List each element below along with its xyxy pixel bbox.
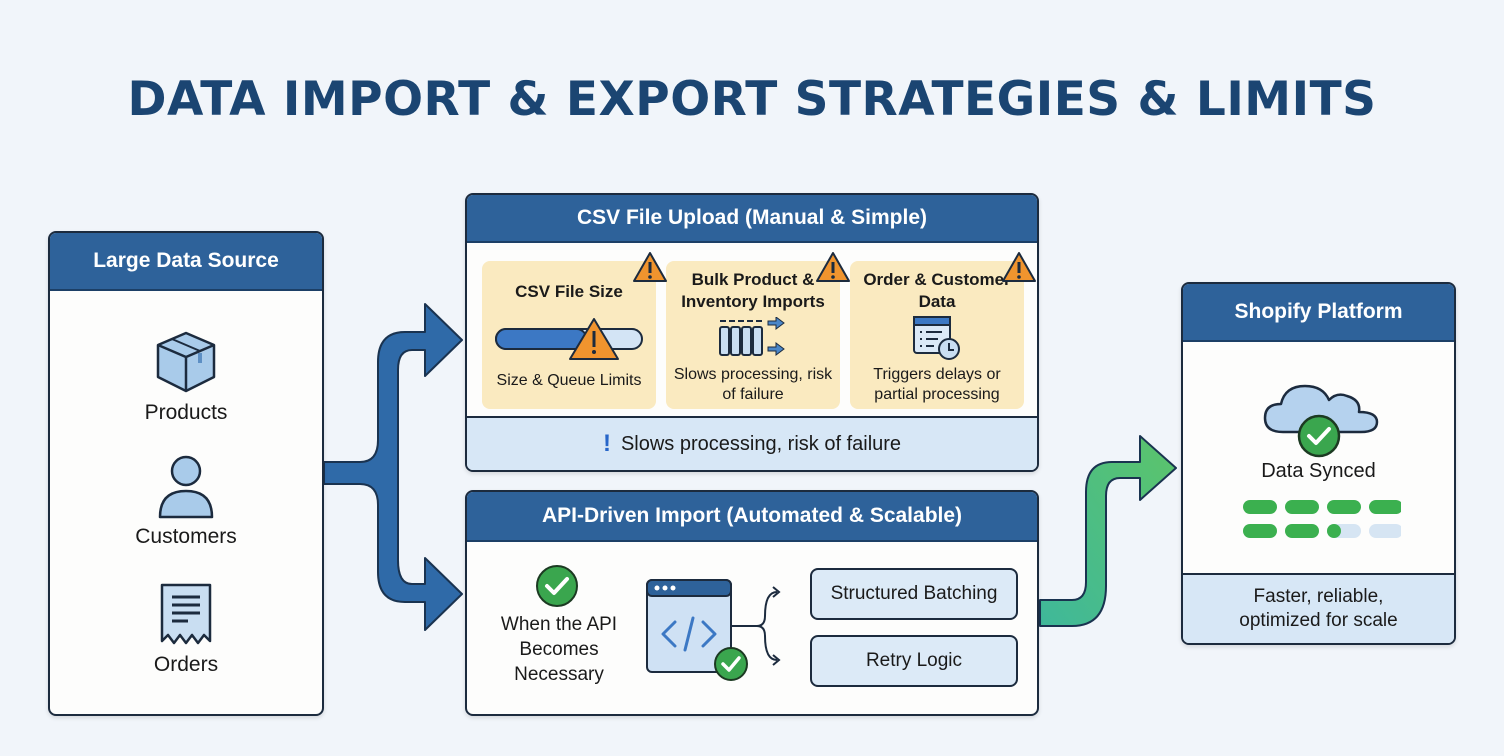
csv-tile-file-size: CSV File Size Size & Queue Limits xyxy=(482,261,656,409)
large-data-source-card: Large Data Source Products Customers Ord… xyxy=(48,231,324,716)
csv-footer: ! Slows processing, risk of failure xyxy=(467,416,1037,470)
csv-tile-bulk-imports: Bulk Product & Inventory Imports Slows p… xyxy=(666,261,840,409)
source-item-label: Customers xyxy=(135,525,237,548)
sync-arrow xyxy=(1039,435,1177,627)
sync-progress xyxy=(1243,500,1401,538)
cloud-check-icon xyxy=(1263,384,1379,458)
warning-icon xyxy=(633,252,667,282)
csv-header: CSV File Upload (Manual & Simple) xyxy=(467,195,1037,243)
source-item-orders: Orders xyxy=(50,581,322,677)
api-import-card: API-Driven Import (Automated & Scalable)… xyxy=(465,490,1039,716)
api-header: API-Driven Import (Automated & Scalable) xyxy=(467,492,1037,542)
split-arrow xyxy=(323,303,463,631)
source-item-label: Orders xyxy=(153,653,219,676)
tile-description: Size & Queue Limits xyxy=(496,372,642,389)
csv-footer-text: Slows processing, risk of failure xyxy=(620,432,902,455)
bulk-queue-icon xyxy=(719,317,785,356)
tile-title: Bulk Product & Inventory Imports xyxy=(681,270,825,311)
sync-segment-filled xyxy=(1285,524,1319,538)
progress-bar-warning-icon xyxy=(495,318,643,360)
csv-tile-order-customer: Order & Customer Data Triggers delays or… xyxy=(850,261,1024,409)
sync-segment-empty xyxy=(1369,524,1401,538)
tile-description: Triggers delays or partial processing xyxy=(873,366,1001,403)
sync-segment-filled xyxy=(1327,500,1361,514)
api-when-text: When the API Becomes Necessary xyxy=(500,614,618,685)
option-retry-logic: Retry Logic xyxy=(810,635,1018,687)
sync-status: Data Synced xyxy=(1261,460,1376,482)
split-arrow-shape xyxy=(323,303,463,631)
source-item-label: Products xyxy=(144,401,228,424)
shopify-header: Shopify Platform xyxy=(1183,284,1454,342)
option-structured-batching: Structured Batching xyxy=(810,568,1018,620)
sync-segment-filled xyxy=(1243,524,1277,538)
sync-segment-filled xyxy=(1369,500,1401,514)
user-icon xyxy=(158,455,214,519)
page-title: DATA IMPORT & EXPORT STRATEGIES & LIMITS xyxy=(127,72,1377,127)
receipt-icon xyxy=(160,583,212,645)
box-icon xyxy=(156,331,216,393)
source-header: Large Data Source xyxy=(50,233,322,291)
warning-icon xyxy=(816,252,850,282)
check-circle-icon xyxy=(536,565,578,607)
option-label: Retry Logic xyxy=(865,650,963,671)
scheduled-list-icon xyxy=(913,316,960,360)
tile-description: Slows processing, risk of failure xyxy=(673,366,833,403)
exclamation-icon: ! xyxy=(602,430,611,457)
source-item-products: Products xyxy=(50,329,322,425)
source-item-customers: Customers xyxy=(50,455,322,549)
progress-fill xyxy=(495,328,588,350)
sync-segment-filled xyxy=(1327,524,1341,538)
sync-segment-filled xyxy=(1285,500,1319,514)
shopify-footer-text: Faster, reliable, optimized for scale xyxy=(1239,586,1398,631)
shopify-platform-card: Shopify Platform Data Synced Faster, rel… xyxy=(1181,282,1456,645)
sync-segment-filled xyxy=(1243,500,1277,514)
code-window-icon xyxy=(646,579,781,681)
tile-title: Order & Customer Data xyxy=(863,270,1011,311)
csv-upload-card: CSV File Upload (Manual & Simple) CSV Fi… xyxy=(465,193,1039,472)
warning-icon xyxy=(1002,252,1036,282)
sync-arrow-shape xyxy=(1039,435,1177,627)
option-label: Structured Batching xyxy=(830,583,998,604)
tile-title: CSV File Size xyxy=(515,282,623,301)
shopify-footer: Faster, reliable, optimized for scale xyxy=(1183,573,1454,643)
